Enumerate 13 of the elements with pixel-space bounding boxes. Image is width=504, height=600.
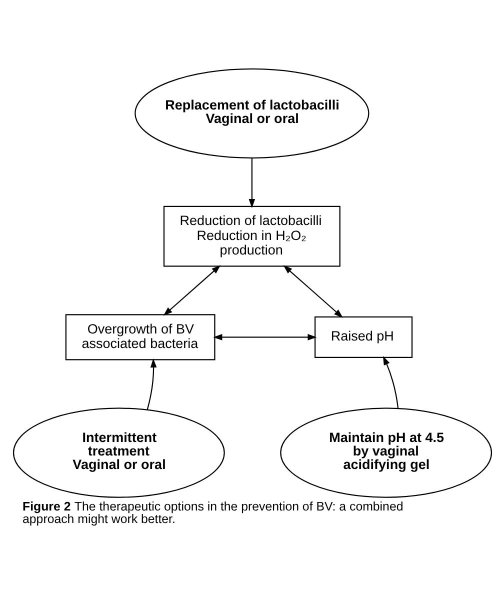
arrow — [212, 334, 316, 340]
node-box: Overgrowth of BV associated bacteria — [64, 314, 215, 360]
node-ellipse: Maintain pH at 4.5 by vaginal acidifying gel — [280, 408, 492, 498]
node-ellipse: Replacement of lactobacilli Vaginal or oral — [134, 68, 369, 159]
arrow — [248, 158, 255, 208]
node-box: Reduction of lactobacilli Reduction in H₂O₂ production — [162, 206, 340, 267]
node-box: Raised pH — [314, 316, 412, 358]
arrow — [282, 265, 342, 318]
node-ellipse: Intermittent treatment Vaginal or oral — [12, 408, 224, 498]
caption: Figure 2 The therapeutic options in the prevention of BV: a combined approach might work better. — [22, 500, 403, 526]
arrow — [382, 356, 398, 408]
arrow — [146, 358, 156, 410]
arrow — [162, 265, 220, 316]
